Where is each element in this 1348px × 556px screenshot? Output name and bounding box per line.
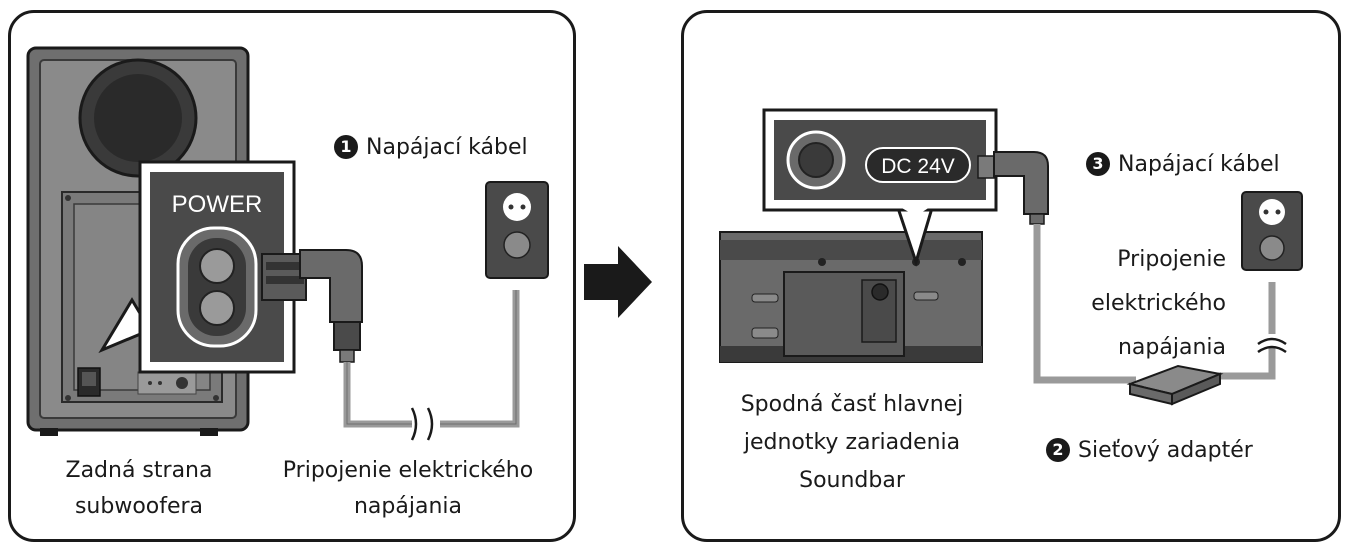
caption-power-left: Pripojenie elektrického napájania [258,456,558,522]
port-label-power: POWER [172,191,263,218]
step-3-badge: 3 [1086,152,1110,176]
caption-subwoofer-line1: Zadná strana [65,458,213,483]
caption-subwoofer-line2: subwoofera [74,494,204,519]
port-label-dc: DC 24V [881,155,955,178]
callout-3-text: Napájací kábel [1118,152,1280,177]
cable-break-icon [410,407,434,441]
caption-soundbar-line1: Spodná časť hlavnej [740,392,964,417]
callout-1-text: Napájací kábel [366,135,528,160]
step-1-badge: 1 [334,135,358,159]
caption-soundbar-line2: jednotky zariadenia [743,430,961,455]
cable-left [343,290,520,428]
callout-1-label: 1 Napájací kábel [334,133,528,163]
caption-power-right-line1: Pripojenie [1117,247,1226,272]
callout-2-text: Sieťový adaptér [1078,438,1253,463]
callout-2-label: 2 Sieťový adaptér [1046,436,1253,466]
wall-outlet-right-icon [1241,191,1303,271]
caption-power-right: Pripojenie elektrického napájania [1060,238,1226,370]
wall-outlet-icon [485,181,549,279]
dc-port-callout: DC 24V [762,108,998,267]
dc-plug-icon [977,151,1049,225]
cable-break-right-icon [1257,337,1287,354]
cable-right [1033,224,1276,384]
caption-power-right-line2: elektrického [1091,291,1226,316]
arrow-right-icon [584,246,652,318]
power-port-callout: POWER [98,160,296,374]
caption-power-left-line2: napájania [353,494,462,519]
caption-subwoofer: Zadná strana subwoofera [44,456,234,522]
caption-power-left-line1: Pripojenie elektrického [282,458,534,483]
step-2-badge: 2 [1046,438,1070,462]
callout-3-label: 3 Napájací kábel [1086,150,1280,180]
ac-adapter-icon [1126,364,1224,406]
power-plug-icon [261,249,363,363]
caption-soundbar: Spodná časť hlavnej jednotky zariadenia … [716,386,988,500]
soundbar-bottom [719,231,983,363]
caption-power-right-line3: napájania [1117,335,1226,360]
caption-soundbar-line3: Soundbar [799,468,905,493]
